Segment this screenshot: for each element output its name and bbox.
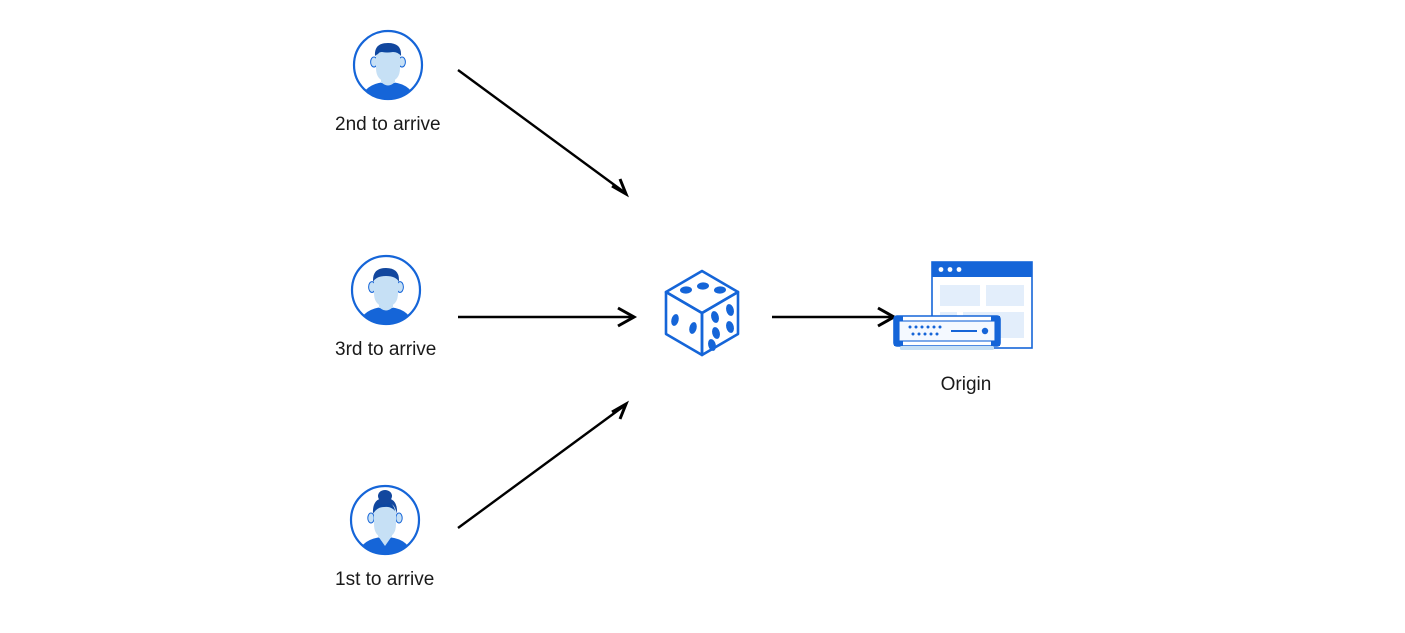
origin-server-icon [888, 258, 1044, 366]
arrow-origin [772, 306, 898, 328]
origin-node: Origin [888, 258, 1044, 396]
user-avatar-icon [351, 28, 425, 102]
client-label-top: 2nd to arrive [335, 114, 441, 135]
arrow-bottom [457, 400, 629, 529]
origin-label: Origin [940, 374, 992, 395]
dice-icon [660, 265, 744, 363]
client-node-top: 2nd to arrive [335, 28, 441, 136]
user-avatar-icon [349, 253, 423, 327]
user-avatar-female-icon [348, 483, 422, 557]
arrow-middle [458, 306, 638, 328]
client-label-middle: 3rd to arrive [335, 339, 437, 360]
client-label-bottom: 1st to arrive [335, 569, 435, 590]
client-node-bottom: 1st to arrive [335, 483, 434, 591]
client-node-middle: 3rd to arrive [335, 253, 436, 361]
server-device [893, 315, 1001, 350]
arrow-top [457, 69, 629, 198]
